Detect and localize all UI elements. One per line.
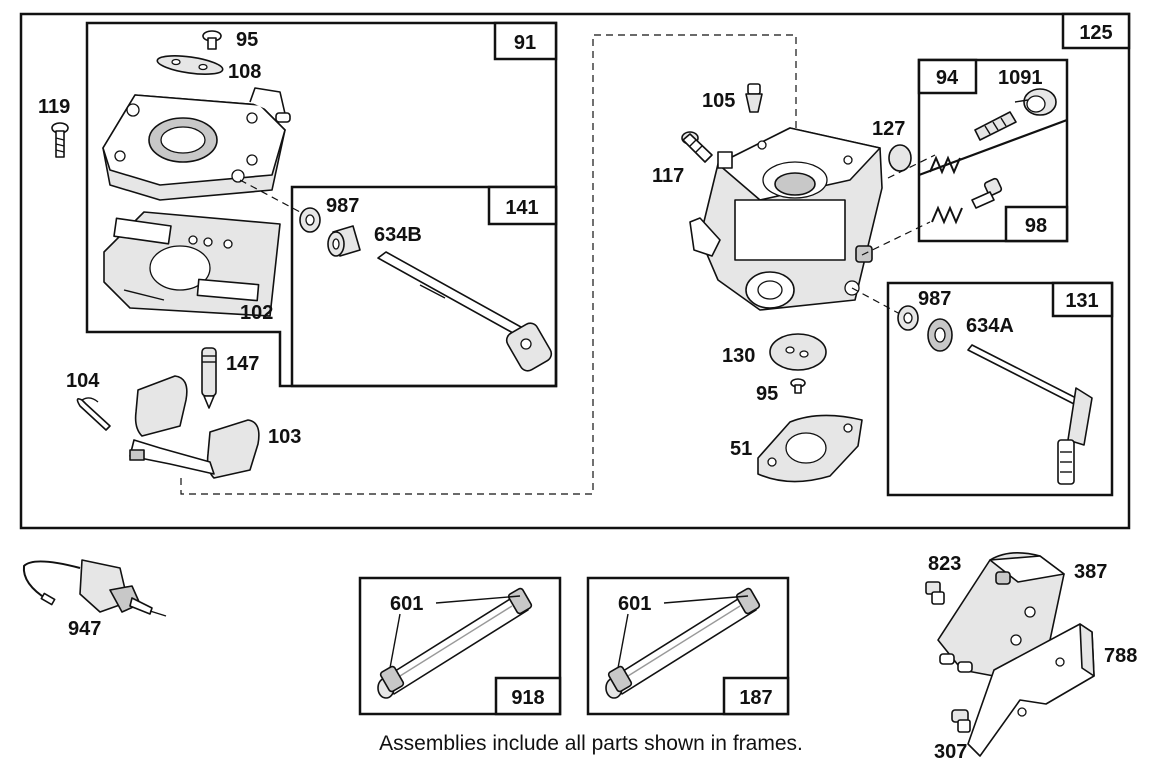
leader-lines (389, 99, 1029, 669)
throttle-shaft-drawing (377, 251, 553, 372)
label-601-a: 601 (390, 593, 423, 615)
svg-text:94: 94 (936, 67, 959, 89)
label-103: 103 (268, 426, 301, 448)
label-634a: 634A (966, 315, 1014, 337)
jet-117-drawing (681, 131, 713, 163)
washer-987-a-drawing (299, 207, 321, 233)
label-307: 307 (934, 741, 967, 763)
screw-95-bottom-drawing (790, 378, 806, 394)
bushing-634a-drawing (927, 318, 953, 352)
frame-tag-94: 94 (917, 58, 978, 95)
label-127: 127 (872, 118, 905, 140)
idle-needle-drawing (974, 111, 1017, 141)
fitting-823-drawing (925, 581, 945, 605)
svg-text:91: 91 (514, 32, 536, 54)
idle-screw-drawing (971, 177, 1003, 209)
plate-130-drawing (769, 333, 827, 371)
frame-throttle-shaft (290, 185, 558, 388)
label-788: 788 (1104, 645, 1137, 667)
svg-text:141: 141 (505, 197, 538, 219)
frame-tag-918: 918 (494, 676, 562, 716)
frame-idle-needles (917, 58, 1069, 243)
label-102: 102 (240, 302, 273, 324)
float-103-drawing (129, 375, 260, 479)
label-987-b: 987 (918, 288, 951, 310)
frame-tag-98: 98 (1004, 205, 1069, 243)
label-95-top: 95 (236, 29, 258, 51)
frame-tag-91: 91 (493, 21, 558, 61)
screw-95-top-drawing (202, 30, 222, 50)
frame-tag-141: 141 (487, 185, 558, 226)
choke-shaft-drawing (967, 344, 1093, 485)
label-130: 130 (722, 345, 755, 367)
label-387: 387 (1074, 561, 1107, 583)
frame-fuel-line-b (586, 576, 790, 716)
frame-tag-187: 187 (722, 676, 790, 716)
screw-119-drawing (51, 122, 69, 158)
frame-upper-body (85, 21, 558, 388)
upper-body-casting-drawing (102, 87, 291, 201)
label-1091: 1091 (998, 67, 1043, 89)
gasket-51-drawing (757, 414, 863, 483)
label-823: 823 (928, 553, 961, 575)
label-117: 117 (652, 165, 684, 187)
needle-105-drawing (745, 83, 763, 113)
frame-main (19, 12, 1131, 530)
frame-tag-125: 125 (1061, 12, 1131, 50)
carburetor-body-drawing (689, 127, 883, 311)
label-601-b: 601 (618, 593, 651, 615)
gasket-108-drawing (156, 55, 224, 75)
bracket-788-drawing (967, 623, 1095, 757)
label-634b: 634B (374, 224, 422, 246)
dashed-connector-upper (180, 34, 797, 495)
fuel-pump-387-drawing (937, 552, 1065, 677)
label-147: 147 (226, 353, 259, 375)
frame-choke-shaft (886, 281, 1114, 497)
svg-text:918: 918 (511, 687, 544, 709)
label-108: 108 (228, 61, 261, 83)
screw-307-drawing (951, 709, 971, 733)
label-104: 104 (66, 370, 100, 392)
clip-104-drawing (76, 397, 111, 431)
diagram-caption: Assemblies include all parts shown in fr… (379, 732, 803, 755)
label-51: 51 (730, 438, 752, 460)
frame-fuel-line-a (358, 576, 562, 716)
label-95-bottom: 95 (756, 383, 778, 405)
fuel-line-a-drawing (377, 587, 533, 699)
seal-127-drawing (888, 144, 912, 172)
solenoid-947-drawing (22, 559, 167, 617)
svg-text:98: 98 (1025, 215, 1047, 237)
fuel-line-b-drawing (605, 587, 761, 699)
bushing-634b-drawing (327, 225, 361, 257)
gasket-102-drawing (103, 211, 281, 317)
label-119: 119 (38, 96, 70, 118)
label-987-a: 987 (326, 195, 359, 217)
svg-text:187: 187 (739, 687, 772, 709)
spring-lower-drawing (931, 205, 963, 225)
pin-147-drawing (201, 347, 217, 409)
washer-987-b-drawing (897, 305, 919, 331)
spring-upper-drawing (929, 155, 961, 175)
svg-text:125: 125 (1079, 22, 1112, 44)
label-105: 105 (702, 90, 735, 112)
cap-1091-drawing (1023, 88, 1057, 116)
svg-text:131: 131 (1065, 290, 1098, 312)
frame-tag-131: 131 (1051, 281, 1114, 318)
label-947: 947 (68, 618, 101, 640)
